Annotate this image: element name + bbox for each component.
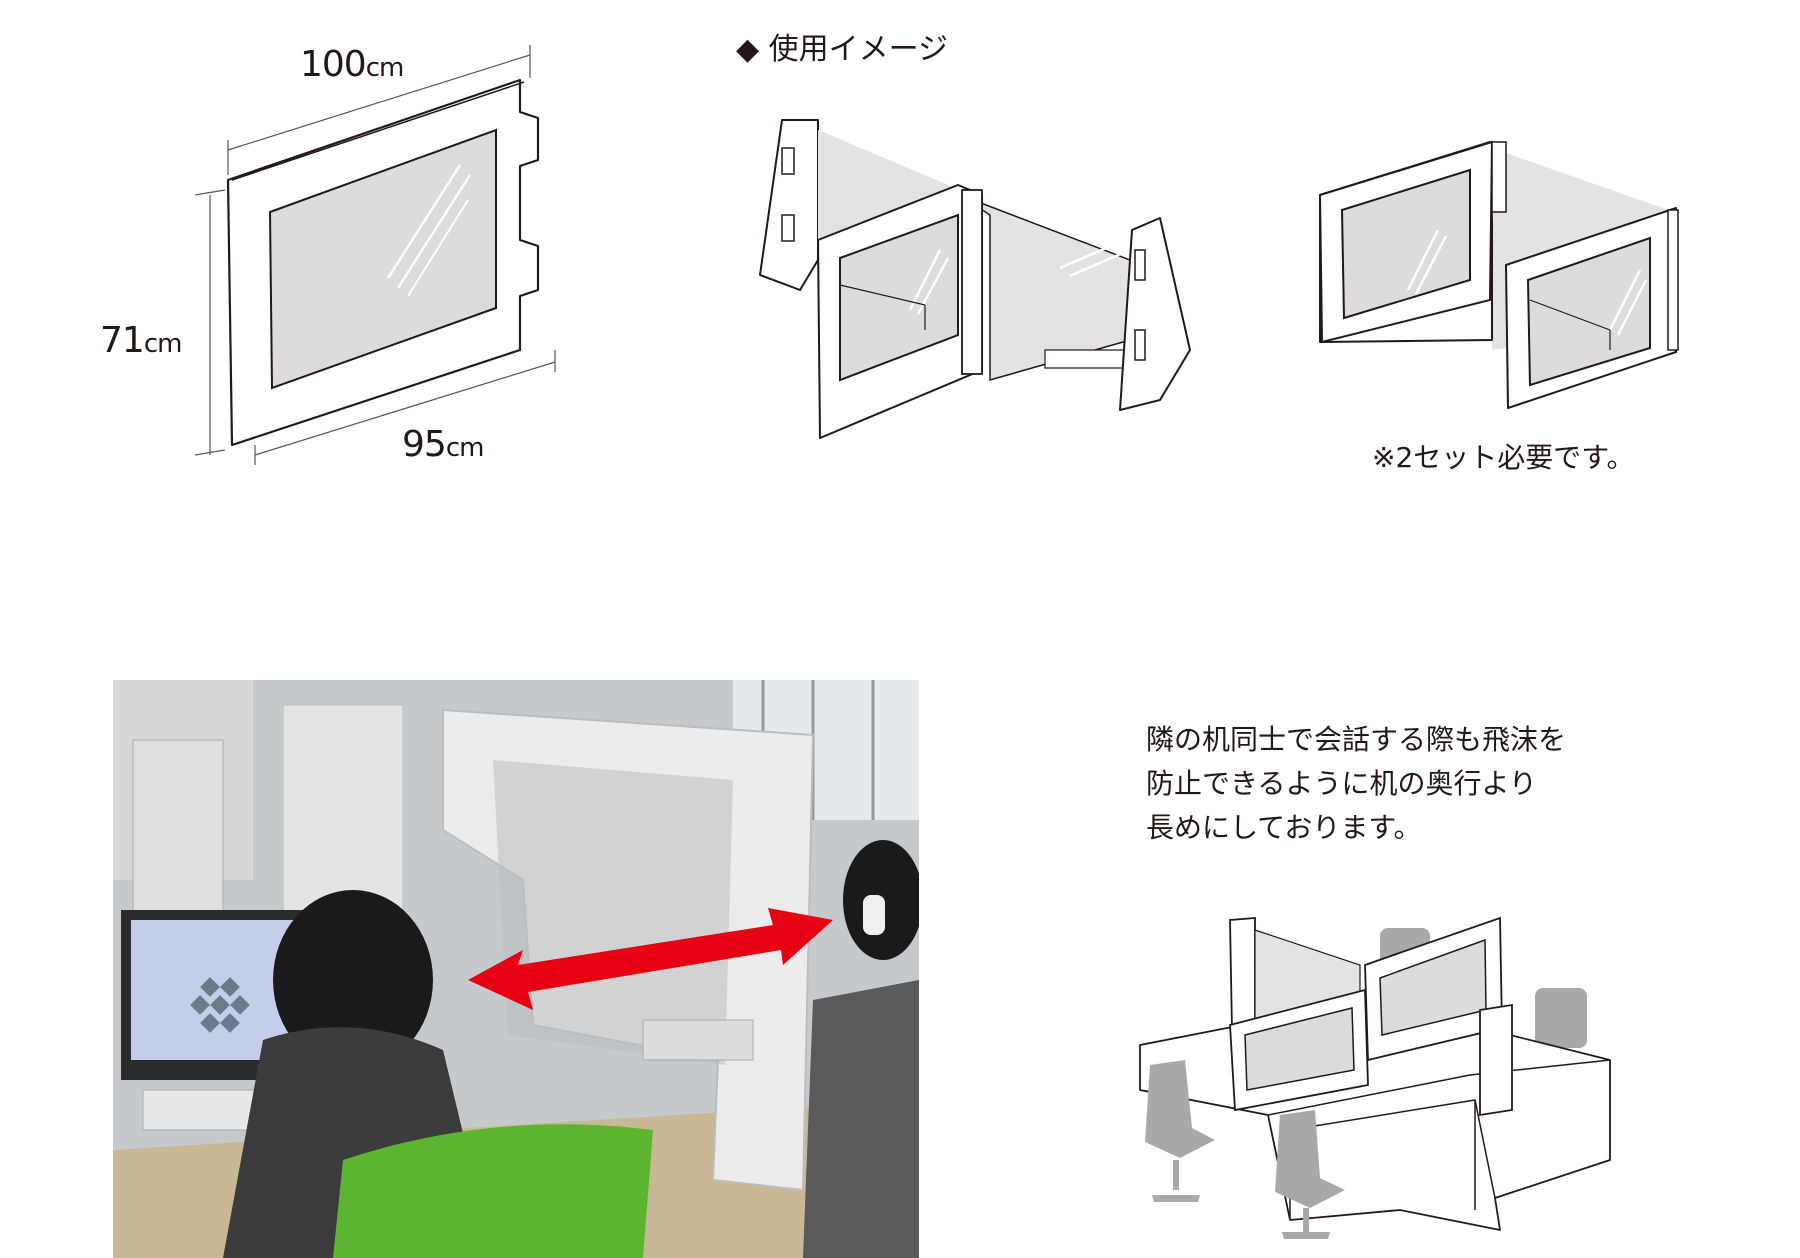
dimension-bottom-width-value: 95: [402, 424, 447, 465]
panel-dimension-diagram: [194, 45, 556, 465]
dimension-bottom-width: 95cm: [402, 424, 485, 465]
dimension-top-width: 100cm: [300, 44, 405, 85]
usage-note: ※2セット必要です。: [1372, 441, 1635, 474]
office-photo: [113, 680, 919, 1258]
dimension-height: 71cm: [100, 320, 183, 361]
usage-diagram-corner: [1318, 140, 1679, 409]
usage-diagram-extended: [759, 119, 1191, 439]
dimension-top-width-unit: cm: [365, 53, 405, 83]
description-line-1: 隣の机同士で会話する際も飛沫を: [1146, 723, 1567, 756]
dimension-height-unit: cm: [143, 329, 183, 359]
desk-layout-diagram: [1139, 916, 1611, 1239]
description-text: 隣の机同士で会話する際も飛沫を 防止できるように机の奥行より 長めにしております…: [1146, 718, 1566, 850]
description-line-3: 長めにしております。: [1146, 811, 1422, 844]
dimension-top-width-value: 100: [300, 44, 367, 85]
office-photo-scene: [113, 680, 919, 1258]
dimension-height-value: 71: [100, 320, 145, 361]
dimension-bottom-width-unit: cm: [445, 433, 485, 463]
usage-heading-text: 使用イメージ: [768, 32, 949, 67]
description-line-2: 防止できるように机の奥行より: [1146, 767, 1537, 800]
usage-heading: ◆ 使用イメージ: [736, 24, 948, 68]
diamond-icon: ◆: [736, 32, 760, 67]
